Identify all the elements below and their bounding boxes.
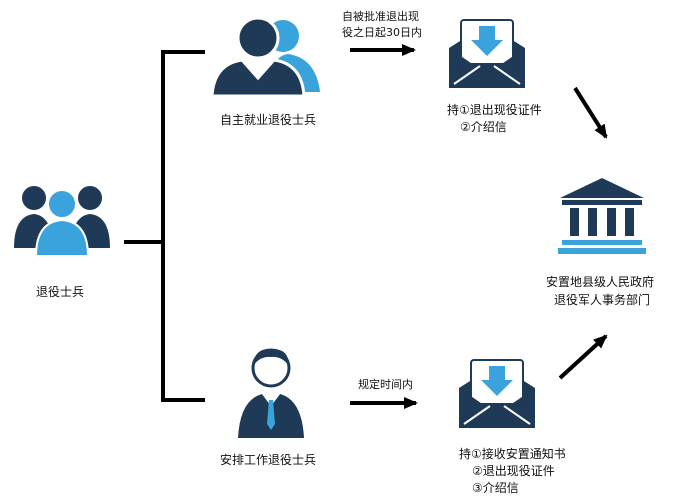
bottom-arrow-text: 规定时间内: [358, 378, 413, 391]
self-employed-label: 自主就业退役士兵: [220, 113, 317, 127]
top-arrow-text-1: 自被批准退出现: [342, 10, 419, 23]
authority-line1: 安置地县级人民政府: [546, 275, 655, 289]
bottom-docs-line3: ③介绍信: [472, 481, 519, 495]
assigned-work-label: 安排工作退役士兵: [220, 453, 317, 467]
mail-download-icon: [459, 359, 535, 428]
government-building-icon: [558, 178, 646, 254]
top-docs-line2: ②介绍信: [460, 120, 507, 134]
veterans-label: 退役士兵: [36, 285, 85, 299]
mail-download-icon: [449, 19, 525, 88]
businessman-icon: [238, 348, 304, 438]
top-docs-line1: 持①退出现役证件: [447, 103, 542, 117]
top-arrow-text-2: 役之日起30日内: [342, 26, 422, 39]
group-icon: [14, 186, 110, 257]
person-icon: [210, 16, 320, 98]
bottom-docs-line1: 持①接收安置通知书: [459, 447, 566, 461]
bottom-docs-line2: ②退出现役证件: [472, 464, 555, 478]
authority-line2: 退役军人事务部门: [554, 293, 651, 307]
arrow-bottom-diagonal: [558, 334, 608, 380]
arrow-top-diagonal: [573, 86, 608, 139]
